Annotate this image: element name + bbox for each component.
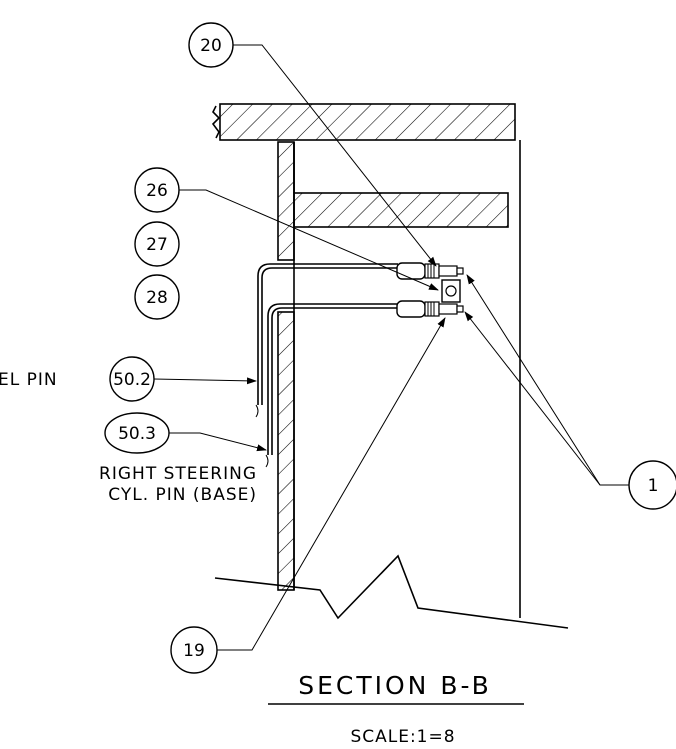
note-right-pin-line1: RIGHT STEERING	[99, 464, 257, 484]
balloon-27: 27	[134, 221, 180, 267]
svg-text:28: 28	[146, 288, 168, 308]
svg-text:50.2: 50.2	[113, 370, 151, 390]
balloon-50-3: 50.3	[104, 412, 170, 454]
balloon-1: 1	[628, 460, 676, 510]
balloon-19: 19	[170, 626, 218, 674]
svg-text:50.3: 50.3	[118, 424, 156, 444]
leader-50-2	[153, 377, 257, 385]
balloon-20: 20	[188, 22, 234, 68]
note-left-pin: EL PIN	[0, 370, 58, 390]
svg-text:27: 27	[146, 235, 168, 255]
svg-text:1: 1	[648, 476, 659, 496]
leader-50-3	[169, 432, 267, 452]
note-right-pin-line2: CYL. PIN (BASE)	[108, 485, 257, 505]
vertical-wall	[277, 141, 295, 591]
svg-text:20: 20	[200, 36, 222, 56]
section-title: SECTION B-B	[298, 671, 492, 700]
scale-label: SCALE:1=8	[350, 727, 455, 747]
leader-1b	[464, 311, 601, 486]
leader-26	[179, 189, 439, 291]
balloon-26: 26	[134, 167, 180, 213]
leader-19	[217, 317, 446, 651]
balloon-28: 28	[134, 274, 180, 320]
manifold-block	[441, 279, 461, 303]
leader-1a	[466, 274, 629, 486]
hose-lower	[265, 303, 398, 468]
hose-upper	[255, 263, 398, 418]
balloon-50-2: 50.2	[109, 356, 155, 402]
break-line	[214, 554, 569, 629]
svg-text:19: 19	[183, 641, 205, 661]
fitting-lower	[396, 300, 464, 318]
svg-text:26: 26	[146, 181, 168, 201]
frame-outline	[293, 140, 521, 618]
top-beam	[211, 103, 516, 141]
leader-20	[233, 44, 437, 267]
